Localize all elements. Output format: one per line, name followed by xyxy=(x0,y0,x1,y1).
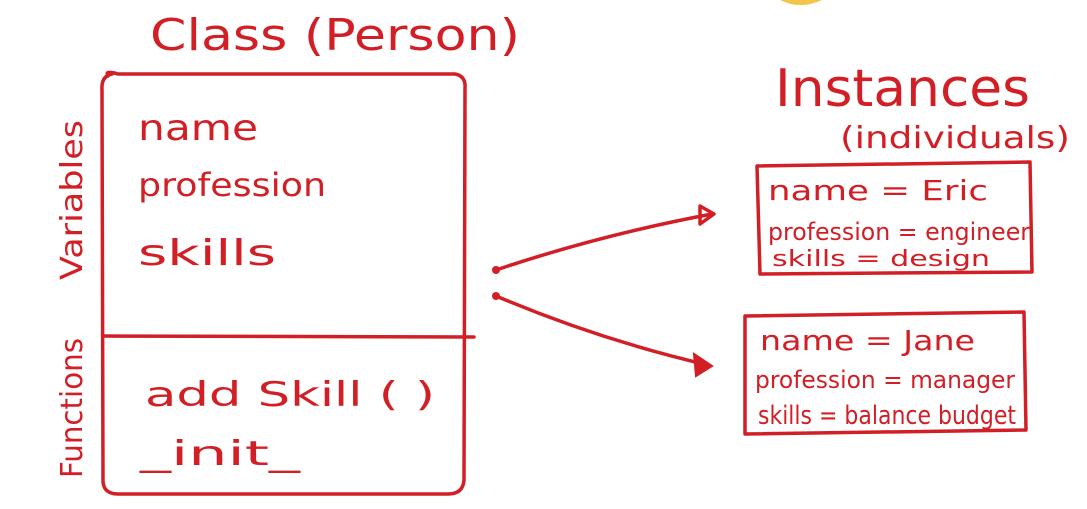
arrow-head-jane xyxy=(692,352,714,378)
yellow-corner-blob xyxy=(780,0,822,5)
instances-title: Instances xyxy=(775,59,1030,119)
class-title: Class (Person) xyxy=(150,10,520,61)
instance-jane-box xyxy=(743,310,1028,436)
function-add-skill: add Skill ( ) xyxy=(145,375,435,415)
instance-jane-name: name = Jane xyxy=(760,324,975,357)
functions-label: Functions xyxy=(55,338,90,478)
function-init: _init_ xyxy=(138,434,302,474)
variable-skills: skills xyxy=(138,233,276,274)
arrow-to-instance-eric xyxy=(494,212,714,272)
variable-name: name xyxy=(138,108,258,149)
arrow-head-eric xyxy=(698,204,716,226)
instances-subtitle: (individuals) xyxy=(840,121,1070,156)
instance-eric-box xyxy=(755,160,1034,276)
instance-eric-skills: skills = design xyxy=(772,247,990,272)
variables-label: Variables xyxy=(55,120,90,280)
variable-profession: profession xyxy=(138,166,326,204)
instance-eric-profession: profession = engineer xyxy=(768,218,1030,246)
arrow-to-instance-jane xyxy=(494,294,710,367)
instance-jane-profession: profession = manager xyxy=(755,366,1015,394)
instance-eric-name: name = Eric xyxy=(768,174,988,207)
class-box-divider xyxy=(101,334,476,339)
class-box-outline xyxy=(100,70,467,496)
instance-jane-skills: skills = balance budget xyxy=(758,401,1016,431)
